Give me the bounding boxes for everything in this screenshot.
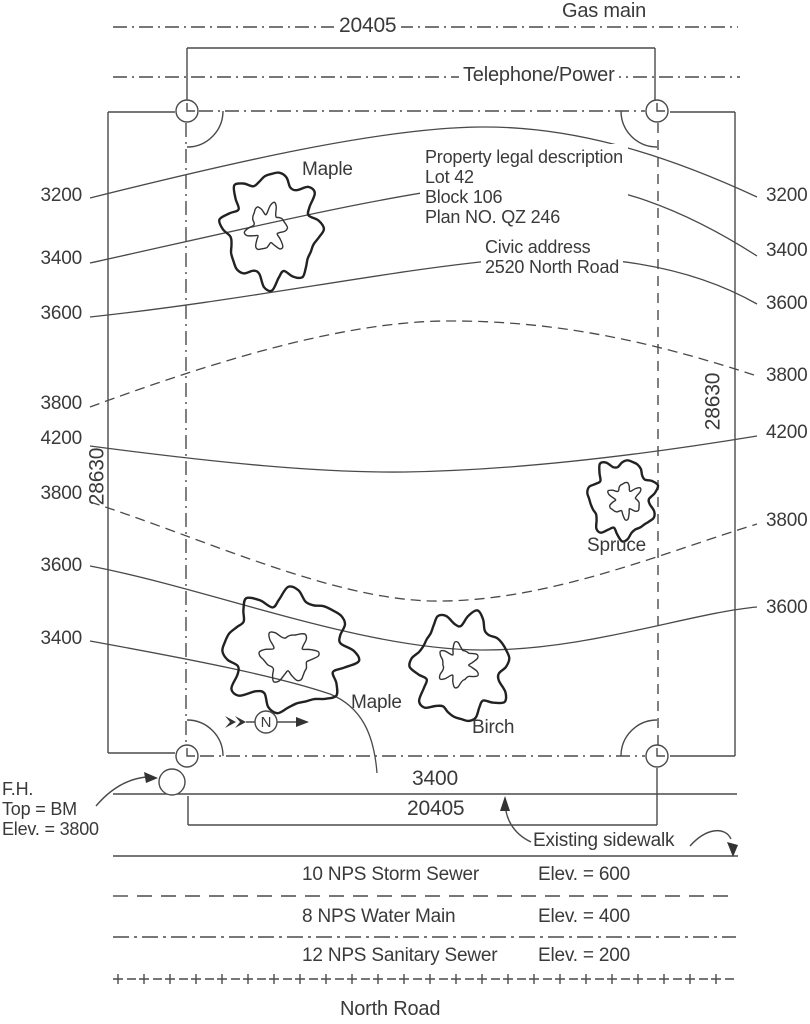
gas-main-label: Gas main bbox=[562, 0, 646, 22]
contour-label-left-3600b: 3600 bbox=[40, 555, 83, 576]
telephone-power-label: Telephone/Power bbox=[459, 63, 619, 87]
sidewalk-curved-arrowhead bbox=[727, 842, 738, 857]
water-main-elev: Elev. = 400 bbox=[538, 906, 630, 927]
bottom-dimension-label: 20405 bbox=[407, 797, 465, 820]
maple-bottom-label: Maple bbox=[351, 692, 402, 713]
contour-3400-lower bbox=[89, 640, 378, 774]
birch-tree bbox=[408, 609, 511, 723]
contour-label-left-3600: 3600 bbox=[40, 303, 83, 324]
corner-arc-top-right bbox=[620, 110, 658, 148]
sidewalk-callout-leader bbox=[504, 800, 532, 843]
contour-label-left-3800b: 3800 bbox=[40, 483, 83, 504]
spruce-tree bbox=[586, 459, 660, 543]
corner-arc-bottom-left bbox=[186, 719, 224, 757]
fire-hydrant-icon bbox=[158, 768, 186, 796]
benchmark-note: F.H. Top = BM Elev. = 3800 bbox=[2, 779, 99, 839]
legal-line-1: Property legal description bbox=[425, 147, 623, 167]
contour-label-right-4200: 4200 bbox=[766, 422, 808, 443]
contour-3600 bbox=[89, 257, 758, 318]
contour-label-left-3800: 3800 bbox=[40, 393, 83, 414]
legal-line-4: Plan NO. QZ 246 bbox=[425, 207, 561, 227]
maple-bottom-tree-trunk bbox=[258, 631, 320, 683]
maple-top-tree bbox=[218, 171, 326, 293]
top-dimension-label: 20405 bbox=[334, 13, 402, 38]
contour-label-right-3600b: 3600 bbox=[766, 597, 808, 618]
fh-line-3: Elev. = 3800 bbox=[2, 819, 99, 839]
north-arrow-circle bbox=[254, 710, 278, 734]
contour-3800-upper bbox=[89, 320, 758, 408]
corner-arc-top-left bbox=[186, 110, 224, 148]
contour-label-left-3400: 3400 bbox=[40, 248, 83, 269]
contour-4200 bbox=[89, 435, 758, 473]
north-road-label: North Road bbox=[340, 998, 441, 1020]
monument-ticks bbox=[186, 103, 665, 757]
contour-3600-lower bbox=[89, 565, 758, 651]
top-dimension-bracket bbox=[186, 47, 656, 100]
contour-label-left-3200: 3200 bbox=[40, 185, 83, 206]
existing-sidewalk-label: Existing sidewalk bbox=[533, 830, 675, 851]
sanitary-sewer-elev: Elev. = 200 bbox=[538, 945, 630, 966]
spruce-label: Spruce bbox=[587, 535, 647, 556]
contour-exit-label: 3400 bbox=[412, 767, 458, 790]
fh-line-2: Top = BM bbox=[2, 799, 77, 819]
maple-top-tree-trunk bbox=[243, 201, 289, 251]
sanitary-sewer-label: 12 NPS Sanitary Sewer bbox=[302, 945, 498, 966]
water-main-label: 8 NPS Water Main bbox=[302, 906, 456, 927]
fh-leader-line bbox=[95, 776, 147, 807]
right-side-dimension: 28630 bbox=[701, 372, 725, 431]
contour-label-right-3800: 3800 bbox=[766, 365, 808, 386]
civic-line-1: Civic address bbox=[485, 237, 591, 257]
contour-3800-lower bbox=[89, 501, 758, 602]
contour-label-left-4200: 4200 bbox=[40, 428, 83, 449]
bottom-dimension-bracket bbox=[187, 768, 658, 826]
outer-boundary-rectangle bbox=[107, 111, 736, 757]
civic-line-2: 2520 North Road bbox=[485, 257, 620, 277]
sidewalk-curved-arrow bbox=[689, 830, 732, 847]
sanitary-sewer-line bbox=[113, 974, 734, 984]
fh-leader-arrowhead bbox=[144, 772, 158, 783]
birch-tree-trunk bbox=[438, 640, 479, 689]
contour-label-right-3200: 3200 bbox=[766, 185, 808, 206]
storm-sewer-elev: Elev. = 600 bbox=[538, 864, 630, 885]
spruce-tree-trunk bbox=[607, 481, 642, 521]
left-side-dimension: 28630 bbox=[85, 447, 109, 506]
north-arrow-head-icon bbox=[296, 717, 309, 727]
contour-label-right-3600: 3600 bbox=[766, 293, 808, 314]
legal-line-2: Lot 42 bbox=[425, 167, 474, 187]
north-arrow-feather2-icon bbox=[235, 716, 246, 728]
contour-label-right-3400: 3400 bbox=[766, 240, 808, 261]
contour-label-left-3400b: 3400 bbox=[40, 628, 83, 649]
maple-top-label: Maple bbox=[302, 159, 353, 180]
maple-bottom-tree bbox=[221, 585, 361, 715]
birch-label: Birch bbox=[472, 717, 515, 738]
fh-line-1: F.H. bbox=[2, 779, 34, 799]
sidewalk-callout-arrowhead bbox=[500, 796, 510, 811]
storm-sewer-label: 10 NPS Storm Sewer bbox=[302, 864, 479, 885]
north-arrow-feather-icon bbox=[225, 716, 236, 728]
north-symbol-label: N bbox=[260, 714, 272, 731]
corner-arc-bottom-right bbox=[620, 719, 658, 757]
contour-3200 bbox=[89, 126, 758, 199]
property-legal-description: Property legal description Lot 42 Block … bbox=[420, 144, 628, 230]
civic-address: Civic address 2520 North Road bbox=[481, 235, 624, 279]
contour-label-right-3800b: 3800 bbox=[766, 510, 808, 531]
legal-line-3: Block 106 bbox=[425, 187, 503, 207]
